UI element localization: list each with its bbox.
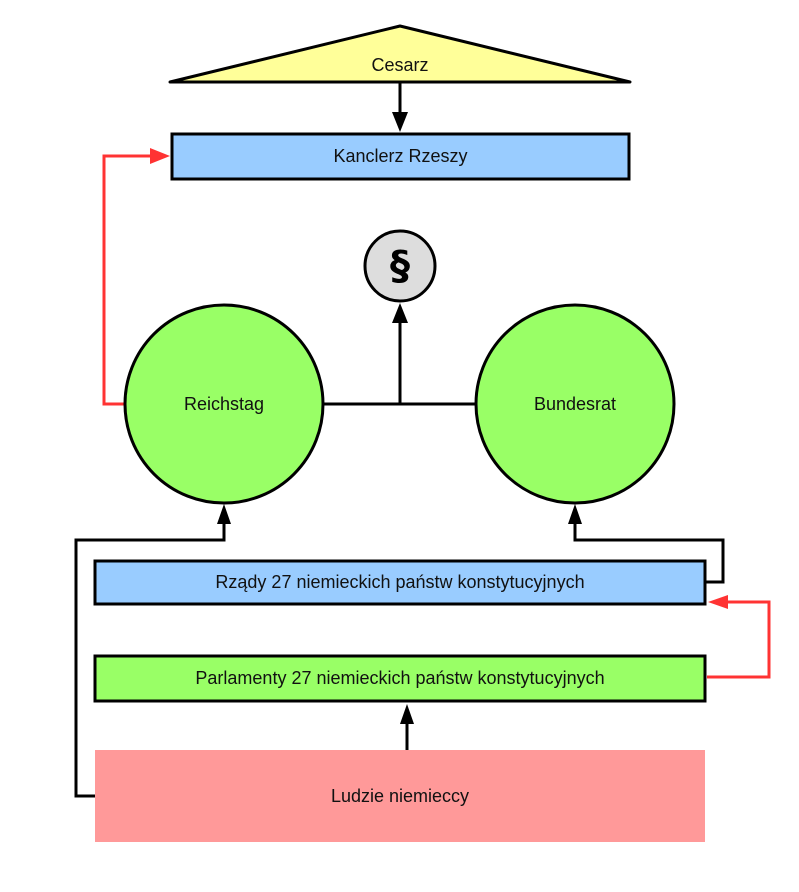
arrowhead-people-to-parliaments (400, 704, 414, 724)
arrowhead-parliaments-to-governments (708, 595, 728, 609)
bundesrat-node[interactable] (474, 303, 676, 505)
state-parliaments-label: Parlamenty 27 niemieckich państw konstyt… (195, 668, 605, 688)
reichstag-node[interactable] (123, 303, 325, 505)
chancellor-label: Kanclerz Rzeszy (333, 146, 468, 166)
arrowhead-joint-to-constitution (392, 303, 408, 323)
constitution-label: § (390, 243, 410, 289)
emperor-label: Cesarz (371, 54, 429, 75)
edge-governments-to-bundesrat (573, 522, 725, 584)
reichstag-label: Reichstag (183, 393, 265, 414)
edge-reichstag-to-chancellor (102, 154, 154, 406)
state-parliaments-node[interactable] (93, 654, 707, 703)
bundesrat-label: Bundesrat (533, 393, 617, 414)
people-label: Ludzie niemieccy (330, 785, 470, 806)
people-node[interactable] (95, 750, 705, 842)
arrowhead-reichstag-to-chancellor (150, 148, 170, 164)
arrowhead-governments-to-bundesrat (568, 504, 582, 524)
constitution-node[interactable] (363, 229, 437, 303)
edge-people-to-reichstag (74, 522, 226, 798)
arrowhead-people-to-reichstag (217, 504, 231, 524)
arrowhead-emperor-to-chancellor (392, 112, 408, 132)
emperor-node[interactable] (168, 24, 632, 84)
edge-parliaments-to-governments (707, 600, 771, 679)
state-governments-label: Rządy 27 niemieckich państw konstytucyjn… (215, 572, 585, 592)
chancellor-node[interactable] (170, 132, 631, 181)
state-governments-node[interactable] (93, 559, 707, 606)
